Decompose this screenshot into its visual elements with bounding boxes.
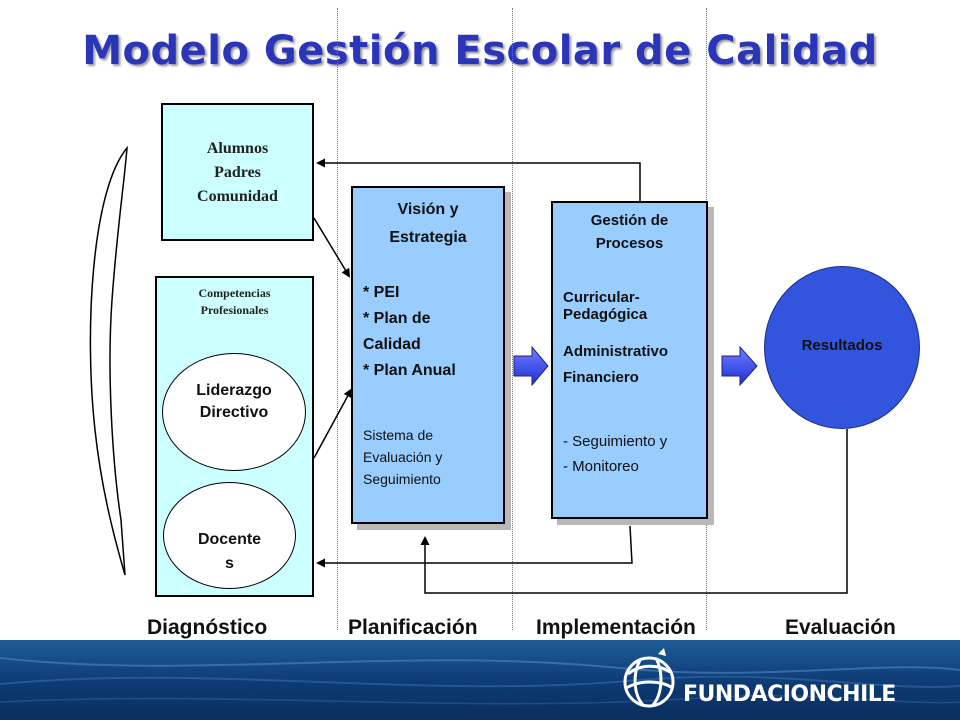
- arrow-procesos-to-stakeholders: [316, 158, 641, 201]
- procesos-note-line1: - Seguimiento y: [563, 433, 668, 450]
- vision-note-line3: Seguimiento: [363, 471, 441, 487]
- procesos-item-curricular-line1: Curricular-: [563, 289, 640, 306]
- page-title: Modelo Gestión Escolar de Calidad: [82, 28, 878, 74]
- block-arrow-procesos-to-resultados: [721, 345, 758, 387]
- vision-item-plan-calidad-line1: * Plan de: [363, 310, 431, 327]
- vision-estrategia-box: Visión y Estrategia * PEI * Plan de Cali…: [351, 186, 505, 524]
- block-arrow-vision-to-procesos: [513, 345, 549, 387]
- procesos-item-curricular-line2: Pedagógica: [563, 306, 648, 323]
- phase-divider: [512, 8, 513, 630]
- procesos-heading-line1: Gestión de: [590, 212, 669, 229]
- resultados-label: Resultados: [801, 337, 883, 354]
- liderazgo-line1: Liderazgo: [196, 382, 272, 399]
- gestion-procesos-box: Gestión de Procesos Curricular- Pedagógi…: [551, 201, 708, 519]
- vision-heading-line1: Visión y: [397, 201, 459, 218]
- competencias-heading-line2: Profesionales: [200, 303, 269, 317]
- resultados-circle: Resultados: [764, 266, 920, 429]
- stakeholders-box: Alumnos Padres Comunidad: [161, 103, 314, 241]
- competencias-heading-line1: Competencias: [198, 286, 271, 300]
- vision-item-plan-anual: * Plan Anual: [363, 362, 456, 379]
- procesos-item-financiero: Financiero: [563, 369, 639, 386]
- arrow-stakeholders-to-vision: [313, 217, 351, 278]
- phase-evaluacion: Evaluación: [785, 616, 896, 639]
- liderazgo-ellipse: Liderazgo Directivo: [162, 353, 306, 471]
- fundacion-chile-globe-icon: [623, 648, 675, 708]
- docentes-line2: s: [225, 555, 234, 572]
- arrow-competencias-to-vision: [313, 388, 352, 459]
- arrow-resultados-to-vision: [420, 429, 848, 594]
- phase-diagnostico: Diagnóstico: [147, 616, 268, 639]
- diagram-connectors: [89, 145, 848, 594]
- footer-decoration: [0, 657, 960, 705]
- footer-band: FUNDACIONCHILE: [0, 640, 960, 720]
- feedback-curved-arrow: [89, 145, 128, 576]
- liderazgo-line2: Directivo: [199, 404, 269, 421]
- stakeholder-alumnos: Alumnos: [206, 140, 269, 157]
- vision-note-line2: Evaluación y: [363, 449, 443, 465]
- vision-heading-line2: Estrategia: [389, 229, 467, 246]
- docentes-line1: Docente: [197, 531, 262, 548]
- procesos-item-administrativo: Administrativo: [563, 343, 669, 360]
- arrow-procesos-to-competencias: [316, 525, 633, 568]
- fundacion-chile-logo-text: FUNDACIONCHILE: [683, 682, 896, 707]
- docentes-ellipse: Docente s: [163, 482, 296, 589]
- phase-implementacion: Implementación: [536, 616, 696, 639]
- stakeholder-padres: Padres: [214, 164, 261, 181]
- procesos-heading-line2: Procesos: [595, 235, 664, 252]
- vision-note-line1: Sistema de: [363, 427, 434, 443]
- phase-planificacion: Planificación: [348, 616, 478, 639]
- phase-divider: [337, 8, 338, 630]
- stakeholder-comunidad: Comunidad: [197, 188, 278, 205]
- vision-item-plan-calidad-line2: Calidad: [363, 336, 421, 353]
- vision-item-pei: * PEI: [363, 284, 400, 301]
- procesos-note-line2: - Monitoreo: [563, 458, 639, 475]
